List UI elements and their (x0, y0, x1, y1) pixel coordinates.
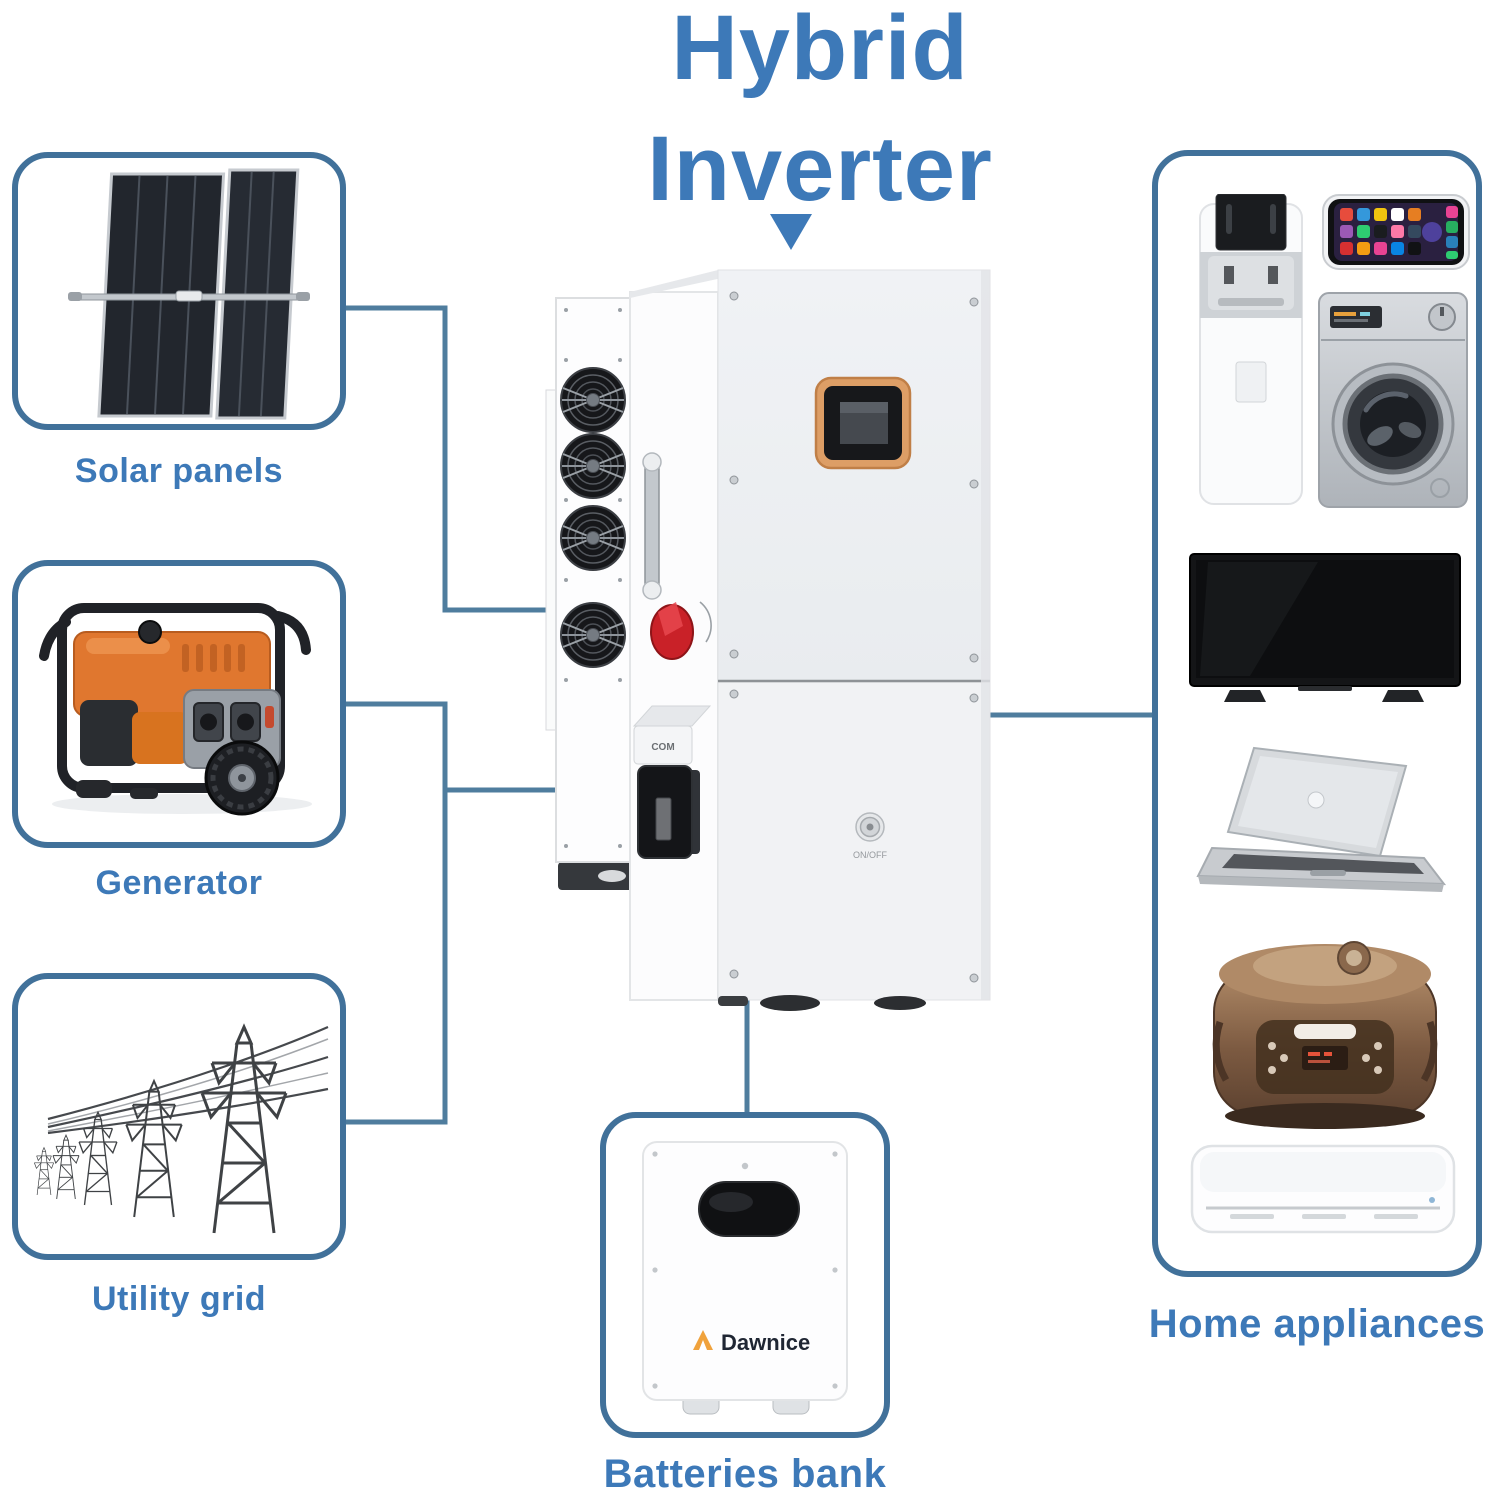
utility-grid-box (12, 973, 346, 1260)
cooling-fans (560, 367, 626, 668)
generator-box (12, 560, 346, 848)
power-switch-knob (650, 601, 712, 660)
generator-image (39, 603, 312, 816)
inverter-front-upper (717, 269, 991, 682)
battery-screws (652, 1151, 838, 1389)
water-dispenser-image (1199, 194, 1303, 505)
battery-image: Dawnice (642, 1141, 848, 1415)
battery-label: Batteries bank (603, 1452, 887, 1496)
solar-panels-label: Solar panels (74, 452, 284, 490)
inverter-feet (718, 995, 926, 1011)
inverter-display-screen (814, 376, 912, 470)
handle (642, 452, 662, 600)
rice-cooker-image (1212, 941, 1438, 1129)
utility-grid-label: Utility grid (91, 1280, 267, 1318)
solar-to-inverter-line (346, 305, 578, 613)
fan-panel (555, 297, 631, 863)
washing-machine-image (1318, 292, 1468, 508)
on-off-button: ON/OFF (853, 812, 887, 860)
title-line-1: Hybrid (671, 0, 969, 99)
smartphone-image (1322, 194, 1470, 270)
solar-panels-box (12, 152, 346, 430)
brand-name: Dawnice (721, 1330, 810, 1355)
home-appliances-label: Home appliances (1148, 1302, 1486, 1346)
title-line-2: Inverter (647, 118, 993, 221)
utility-to-inverter-line (346, 790, 448, 1125)
arrow-down-icon (770, 214, 812, 250)
utility-grid-image (33, 1025, 329, 1235)
air-conditioner-image (1190, 1144, 1456, 1234)
battery-box: Dawnice (600, 1112, 890, 1438)
hybrid-inverter-image: COM ON/OFF (545, 269, 991, 1011)
com-label: COM (651, 742, 674, 753)
home-appliances-box (1152, 150, 1482, 1277)
page-title: Hybrid Inverter (520, 0, 1120, 231)
battery-display-window (698, 1181, 800, 1237)
battery-brand: Dawnice (693, 1330, 810, 1355)
screws (729, 291, 979, 983)
app-icons (1340, 206, 1458, 259)
solar-panels-image (68, 168, 310, 420)
generator-label: Generator (95, 864, 263, 902)
generator-to-inverter-line (346, 701, 625, 793)
on-off-label: ON/OFF (853, 850, 887, 860)
laptop-image (1196, 746, 1447, 892)
television-image (1189, 553, 1461, 702)
com-port: COM (632, 705, 712, 765)
com-connector (637, 765, 700, 859)
inverter-front-lower (717, 681, 991, 1001)
